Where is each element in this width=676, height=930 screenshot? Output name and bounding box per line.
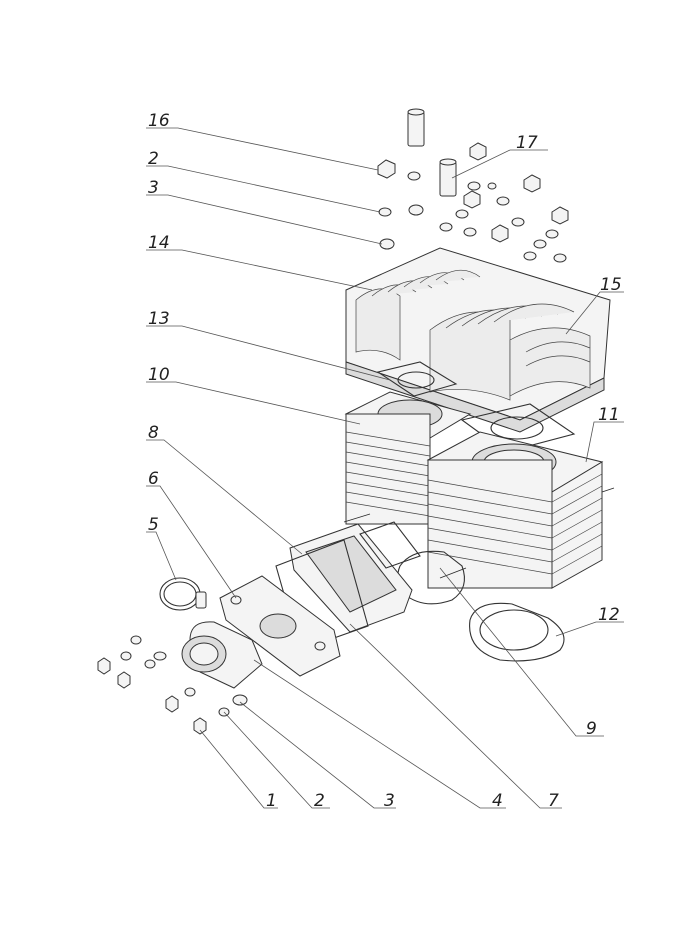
cylinder-studs bbox=[343, 487, 615, 579]
callout-1: 1 bbox=[266, 791, 277, 811]
stud-sleeve-17 bbox=[439, 158, 457, 197]
intake-manifold-6 bbox=[219, 575, 341, 677]
callout-13: 13 bbox=[148, 309, 170, 329]
nut-16 bbox=[377, 159, 396, 179]
leader-lines bbox=[146, 127, 624, 809]
nut bbox=[491, 224, 509, 243]
callout-11: 11 bbox=[598, 405, 620, 425]
nut bbox=[551, 206, 569, 225]
gasket-4 bbox=[359, 521, 421, 569]
callout-2: 2 bbox=[148, 149, 159, 169]
callout-labels: 16 2 3 14 13 10 8 6 5 17 15 11 12 9 1 2 … bbox=[148, 111, 622, 811]
stud-sleeve-17-upper bbox=[407, 108, 425, 147]
callout-12: 12 bbox=[598, 605, 620, 625]
nut bbox=[523, 174, 541, 193]
callout-2-bottom: 2 bbox=[314, 791, 325, 811]
carburetor-flange-4 bbox=[181, 621, 263, 689]
callout-9: 9 bbox=[586, 719, 597, 739]
callout-14: 14 bbox=[148, 233, 170, 253]
callout-10: 10 bbox=[148, 365, 170, 385]
intake-spacer-8 bbox=[289, 523, 413, 633]
cylinder-head-14 bbox=[345, 247, 611, 433]
nut bbox=[463, 190, 481, 209]
nut bbox=[469, 142, 487, 161]
callout-8: 8 bbox=[148, 423, 159, 443]
lower-fasteners bbox=[97, 635, 248, 735]
head-cooling-fins bbox=[355, 269, 591, 401]
head-gasket-13 bbox=[376, 361, 458, 397]
cylinder-10 bbox=[344, 391, 472, 525]
callout-5: 5 bbox=[148, 515, 159, 535]
callout-17: 17 bbox=[516, 133, 538, 153]
cylinder-11-fins bbox=[427, 473, 603, 575]
callout-6: 6 bbox=[148, 469, 159, 489]
cylinder-11 bbox=[343, 431, 615, 589]
base-gasket-12 bbox=[469, 602, 565, 662]
callout-4: 4 bbox=[492, 791, 503, 811]
callout-15: 15 bbox=[600, 275, 622, 295]
clamp-5 bbox=[159, 577, 207, 611]
callout-7: 7 bbox=[548, 791, 559, 811]
cylinder-10-fins bbox=[345, 431, 431, 517]
callout-3-bottom: 3 bbox=[384, 791, 395, 811]
callout-3: 3 bbox=[148, 178, 159, 198]
callout-16: 16 bbox=[148, 111, 170, 131]
